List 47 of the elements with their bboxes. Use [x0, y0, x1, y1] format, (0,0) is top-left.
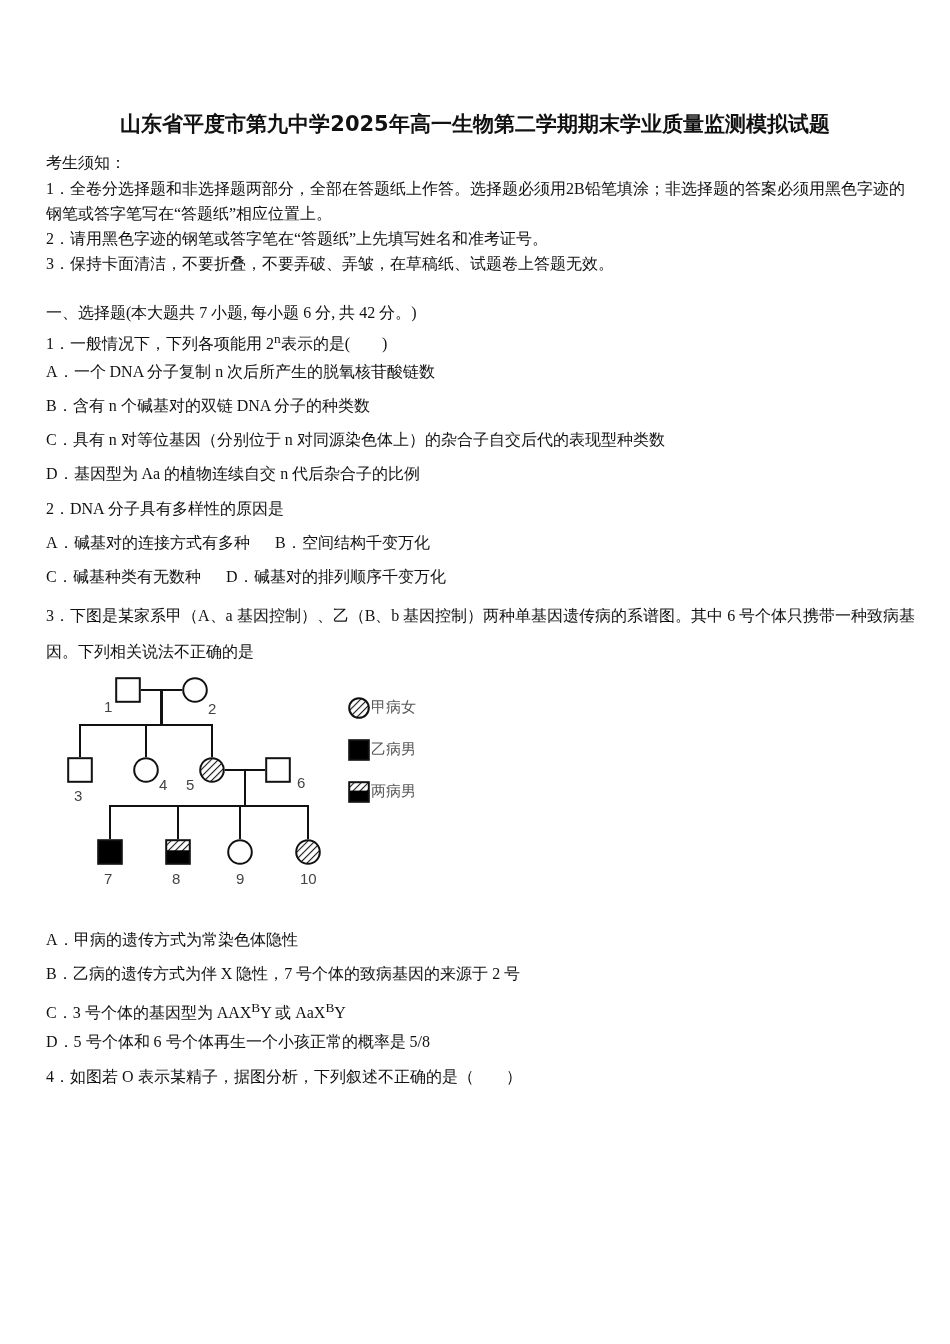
question-text: C．具有 n 对等位基因（分别位于 n 对同源染色体上）的杂合子自交后代的表现型种类数: [46, 430, 665, 450]
question-text: 2．请用黑色字迹的钢笔或答字笔在“答题纸”上先填写姓名和准考证号。: [46, 229, 549, 249]
female-circle: [199, 757, 225, 783]
legend-text: 乙病男: [371, 740, 416, 759]
legend-text: 甲病女: [371, 698, 416, 717]
male-square: [115, 677, 141, 703]
question-text: 3．保持卡面清洁，不要折叠，不要弄破、弄皱，在草稿纸、试题卷上答题无效。: [46, 254, 614, 274]
question-text: D．碱基对的排列顺序千变万化: [226, 567, 446, 587]
individual-number: 3: [74, 787, 83, 804]
question-text: 3．下图是某家系甲（A、a 基因控制）、乙（B、b 基因控制）两种单基因遗传病的系谱图。其中 6 号个体只携带一种致病基因。下列相关说法不正确的是: [46, 606, 916, 662]
question-text: B．乙病的遗传方式为伴 X 隐性，7 号个体的致病基因的来源于 2 号: [46, 964, 521, 984]
notice-heading: 考生须知：: [46, 153, 126, 173]
individual-number: 1: [104, 698, 113, 715]
question-text: D．5 号个体和 6 号个体再生一个小孩正常的概率是 5/8: [46, 1032, 430, 1052]
descent-line: [244, 769, 309, 840]
question-text: C．3 号个体的基因型为 AAX$^{B}$Y 或 AaX$^{B}$Y: [46, 999, 346, 1024]
question-text: D．基因型为 Aa 的植物连续自交 n 代后杂合子的比例: [46, 464, 421, 484]
individual-number: 8: [172, 870, 181, 887]
female-circle: [227, 839, 253, 865]
individual-number: 6: [297, 774, 306, 791]
legend-text: 两病男: [371, 782, 416, 801]
individual-number: 7: [104, 870, 113, 887]
male-square: [67, 757, 93, 783]
female-circle: [182, 677, 208, 703]
question-text: 1．一般情况下，下列各项能用 2$^{n}$表示的是( ): [46, 330, 388, 355]
descent-line: [160, 689, 213, 758]
female-circle: [133, 757, 159, 783]
page-title: 山东省平度市第九中学2025年高一生物第二学期期末学业质量监测模拟试题: [119, 111, 831, 138]
question-text: A．甲病的遗传方式为常染色体隐性: [46, 930, 298, 950]
question-text: B．含有 n 个碱基对的双链 DNA 分子的种类数: [46, 396, 371, 416]
female-circle: [295, 839, 321, 865]
question-text: 2．DNA 分子具有多样性的原因是: [46, 499, 284, 519]
individual-number: 10: [300, 870, 317, 887]
individual-number: 2: [208, 700, 217, 717]
individual-number: 4: [159, 776, 168, 793]
question-text: 4．如图若 O 表示某精子，据图分析，下列叙述不正确的是（ ）: [46, 1067, 522, 1087]
question-text: A．一个 DNA 分子复制 n 次后所产生的脱氧核苷酸链数: [46, 362, 436, 382]
male-square: [265, 757, 291, 783]
individual-number: 5: [186, 776, 195, 793]
male-square: [97, 839, 123, 865]
question-text: 1．全卷分选择题和非选择题两部分，全部在答题纸上作答。选择题必须用2B铅笔填涂；非选择题的答案必须用黑色字迹的钢笔或答字笔写在“答题纸”相应位置上。: [46, 179, 906, 224]
question-text: A．碱基对的连接方式有多种: [46, 533, 250, 553]
individual-number: 9: [236, 870, 245, 887]
section-heading: 一、选择题(本大题共 7 小题, 每小题 6 分, 共 42 分。): [46, 303, 417, 324]
question-text: B．空间结构千变万化: [275, 533, 430, 553]
male-square: [165, 839, 191, 865]
question-text: C．碱基种类有无数种: [46, 567, 201, 587]
